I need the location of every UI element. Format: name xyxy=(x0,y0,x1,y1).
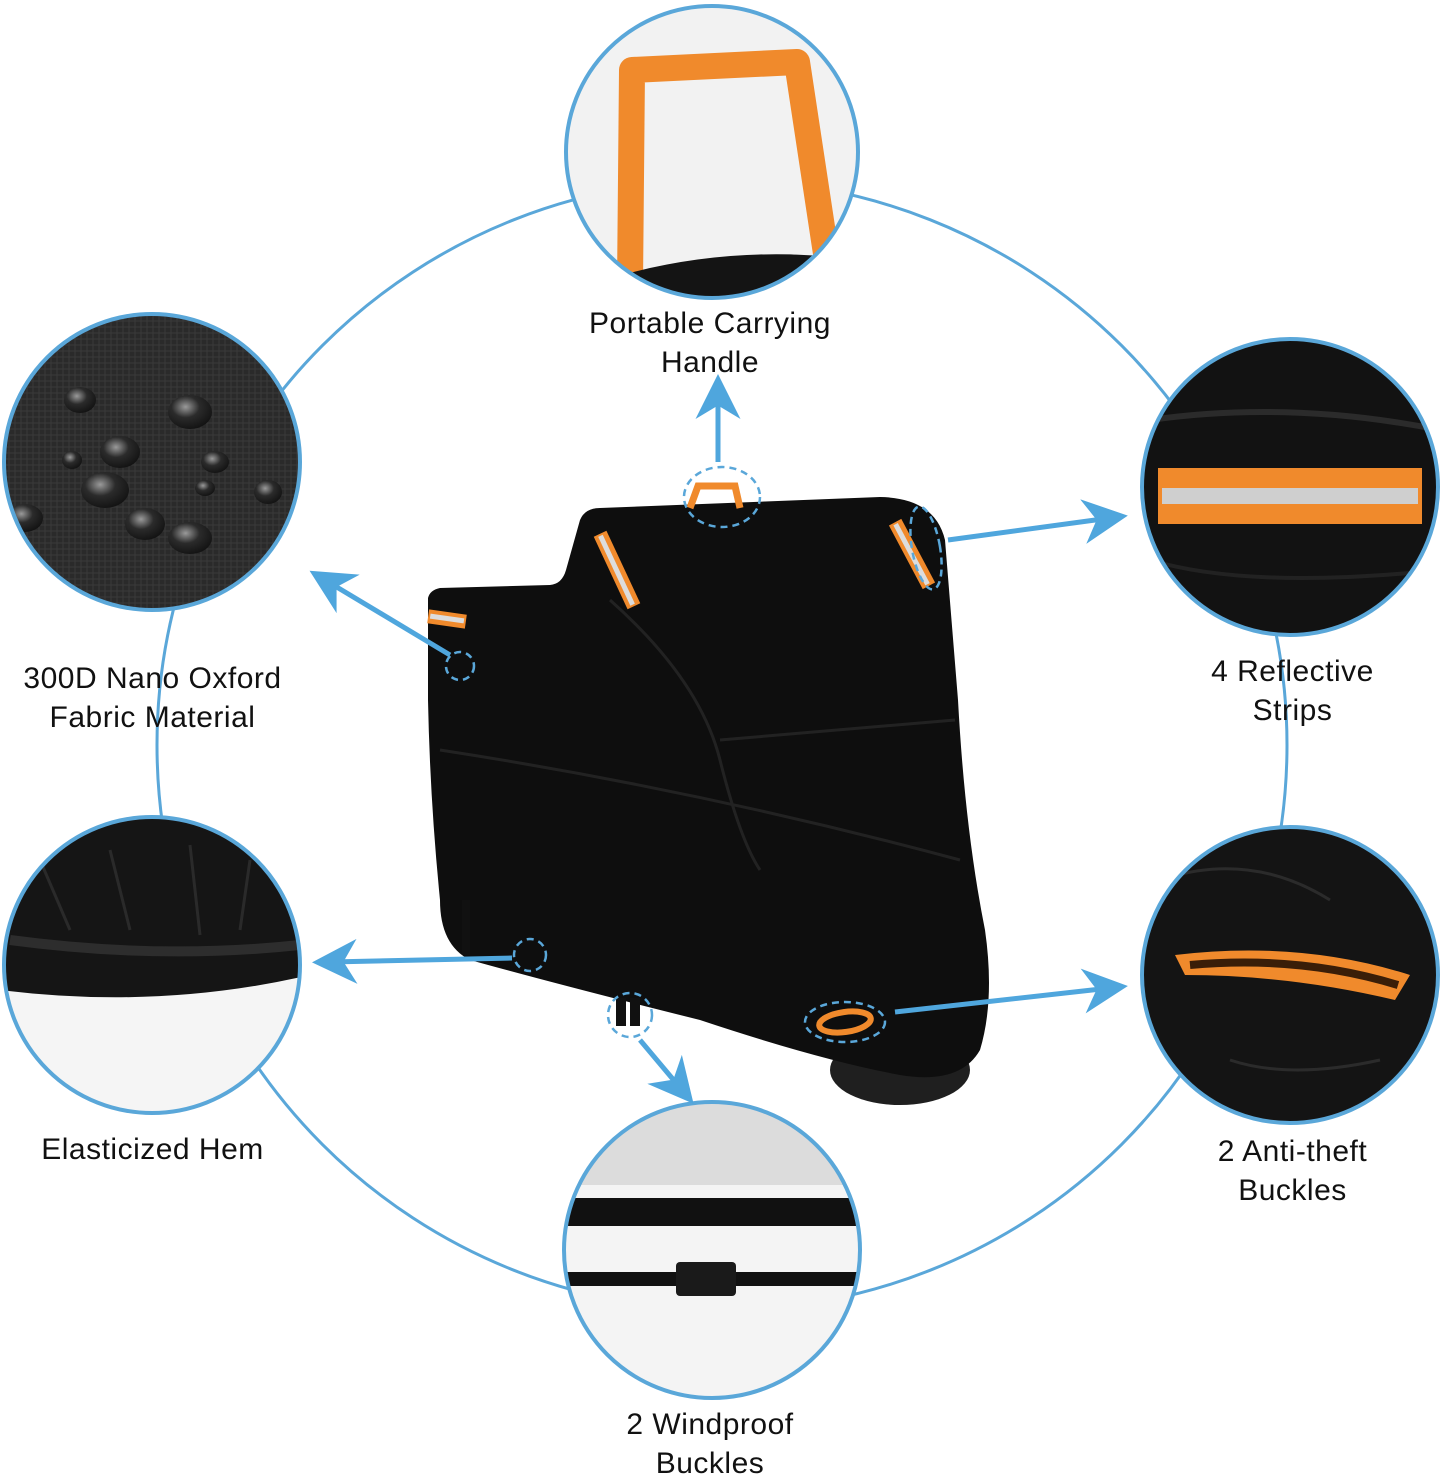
feature-label-reflective: 4 Reflective Strips xyxy=(1211,655,1374,727)
feature-label-antitheft: 2 Anti-theft Buckles xyxy=(1217,1135,1368,1207)
feature-label-windproof: 2 Windproof Buckles xyxy=(626,1408,794,1480)
fabric-detail-circle xyxy=(4,314,300,610)
handle-detail-circle xyxy=(566,6,858,298)
feature-label-hem: Elasticized Hem xyxy=(41,1133,264,1166)
callout-arrows xyxy=(309,374,1128,1104)
antitheft-detail-circle xyxy=(1142,827,1438,1123)
windproof-detail-circle xyxy=(564,1102,860,1398)
highlight-markers xyxy=(444,465,943,1044)
hem-detail-circle xyxy=(4,817,300,1113)
feature-label-handle: Portable Carrying Handle xyxy=(589,307,831,379)
feature-label-fabric: 300D Nano Oxford Fabric Material xyxy=(23,662,282,734)
reflective-detail-circle xyxy=(1142,339,1438,635)
motorcycle-cover-image xyxy=(427,482,989,1105)
